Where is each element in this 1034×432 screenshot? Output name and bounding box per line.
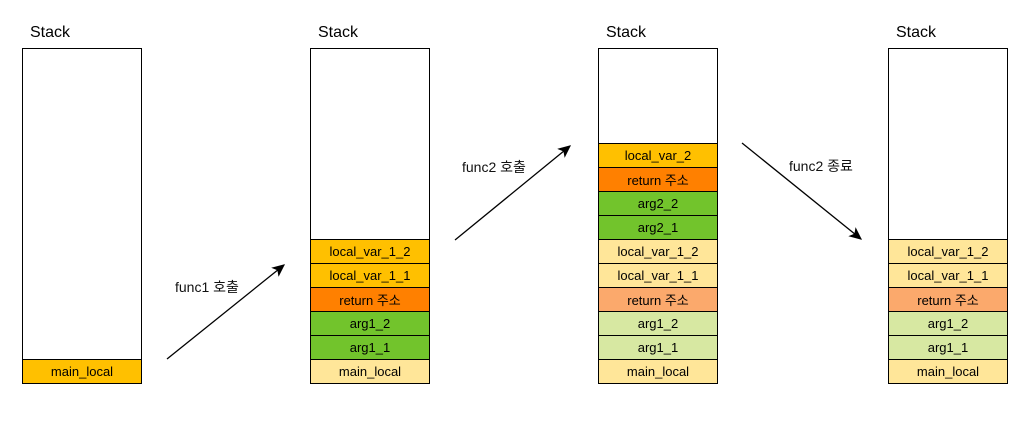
stack-cell: arg1_1 [889, 335, 1007, 359]
stack-cell: arg1_2 [311, 311, 429, 335]
stack-cell: local_var_1_1 [311, 263, 429, 287]
stack-diagram-2: Stack local_var_1_2 local_var_1_1 return… [310, 24, 430, 384]
stack-diagram-1: Stack main_local [22, 24, 142, 384]
stack-cell: local_var_1_2 [889, 239, 1007, 263]
stack-cell: arg2_1 [599, 215, 717, 239]
stack-cell: return 주소 [311, 287, 429, 311]
stack-cell: local_var_1_1 [599, 263, 717, 287]
stack-title: Stack [318, 24, 359, 41]
stack-title: Stack [896, 24, 937, 41]
stack-cell: main_local [889, 359, 1007, 383]
stack-cell: return 주소 [889, 287, 1007, 311]
stack-cell: local_var_1_2 [311, 239, 429, 263]
stack-cell: arg1_1 [311, 335, 429, 359]
stack-diagram-3: Stack local_var_2 return 주소 arg2_2 arg2_… [598, 24, 718, 384]
stack-cell: local_var_1_2 [599, 239, 717, 263]
stack-cell: arg1_2 [599, 311, 717, 335]
stack-cell: arg1_1 [599, 335, 717, 359]
stack-title: Stack [606, 24, 647, 41]
stack-box: local_var_1_2 local_var_1_1 return 주소 ar… [310, 48, 430, 384]
stack-title: Stack [30, 24, 71, 41]
stack-cell: return 주소 [599, 167, 717, 191]
stack-box: local_var_1_2 local_var_1_1 return 주소 ar… [888, 48, 1008, 384]
stack-cell: local_var_2 [599, 143, 717, 167]
stack-box: local_var_2 return 주소 arg2_2 arg2_1 loca… [598, 48, 718, 384]
stack-box: main_local [22, 48, 142, 384]
stack-diagram-4: Stack local_var_1_2 local_var_1_1 return… [888, 24, 1008, 384]
stack-cell: return 주소 [599, 287, 717, 311]
stack-cell: main_local [311, 359, 429, 383]
stack-cell: arg1_2 [889, 311, 1007, 335]
stack-cell: main_local [23, 359, 141, 383]
stack-cell: main_local [599, 359, 717, 383]
func1-call-label: func1 호출 [175, 279, 239, 295]
func2-return-label: func2 종료 [789, 158, 853, 174]
func2-call-label: func2 호출 [462, 159, 526, 175]
stack-cell: arg2_2 [599, 191, 717, 215]
stack-cell: local_var_1_1 [889, 263, 1007, 287]
